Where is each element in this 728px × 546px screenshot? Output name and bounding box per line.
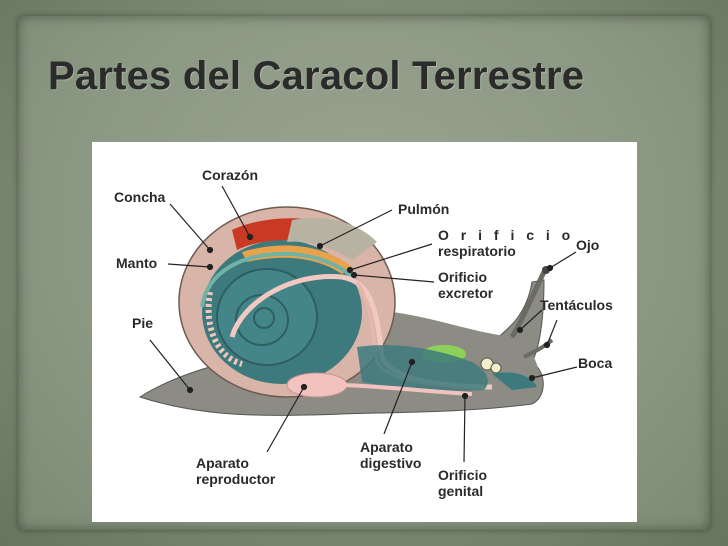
head-ganglion-2	[491, 363, 501, 373]
label-pie: Pie	[132, 316, 153, 331]
label-tentaculos: Tentáculos	[540, 298, 613, 313]
leader-concha	[170, 204, 210, 250]
label-orificio-excretor-1: Orificio	[438, 270, 487, 285]
label-manto: Manto	[116, 256, 157, 271]
slide-title: Partes del Caracol Terrestre	[48, 54, 584, 99]
label-aparato-reproductor-1: Aparato	[196, 456, 249, 471]
label-concha: Concha	[114, 190, 165, 205]
label-orificio-respiratorio-2: respiratorio	[438, 244, 516, 259]
label-ojo: Ojo	[576, 238, 599, 253]
label-pulmon: Pulmón	[398, 202, 449, 217]
snail-diagram: Corazón Concha Pulmón O r i f i c i o re…	[92, 142, 637, 522]
label-aparato-digestivo-2: digestivo	[360, 456, 421, 471]
label-aparato-digestivo-1: Aparato	[360, 440, 413, 455]
label-corazon: Corazón	[202, 168, 258, 183]
label-aparato-reproductor-2: reproductor	[196, 472, 275, 487]
shell-spiral-2	[217, 269, 317, 365]
label-boca: Boca	[578, 356, 612, 371]
label-orificio-respiratorio-1: O r i f i c i o	[438, 228, 574, 243]
reproductive-organ	[287, 373, 347, 397]
label-orificio-genital-1: Orificio	[438, 468, 487, 483]
label-orificio-excretor-2: excretor	[438, 286, 493, 301]
leader-ojo	[550, 252, 576, 268]
label-orificio-genital-2: genital	[438, 484, 483, 499]
